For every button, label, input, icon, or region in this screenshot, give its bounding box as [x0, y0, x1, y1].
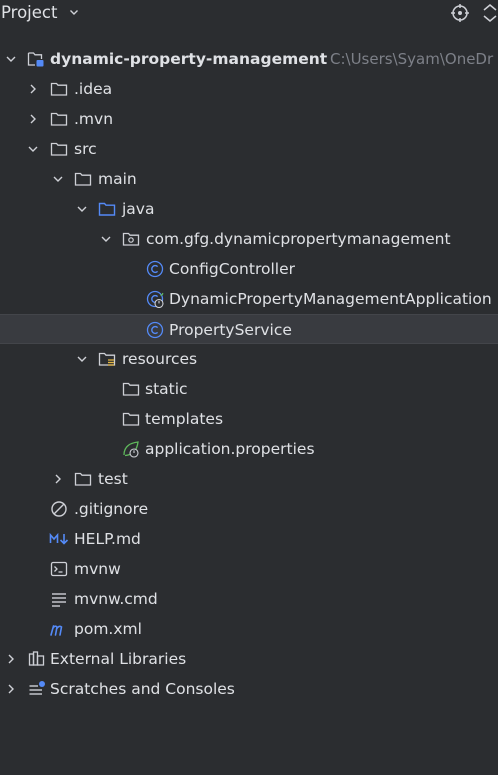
chevron-down-icon[interactable] — [68, 6, 80, 18]
package-icon — [122, 230, 140, 248]
folder-icon — [74, 170, 92, 188]
spring-boot-class-icon — [146, 290, 164, 308]
tree-item-templates[interactable]: templates — [0, 404, 498, 434]
module-folder-icon — [27, 50, 45, 68]
resources-folder-icon — [98, 350, 116, 368]
spring-properties-icon — [122, 440, 140, 458]
tree-item-label: src — [74, 140, 97, 158]
chevron-down-icon[interactable] — [100, 233, 112, 245]
chevron-right-icon[interactable] — [27, 113, 39, 125]
tree-item-label: Scratches and Consoles — [50, 680, 235, 698]
tree-item-label: .idea — [74, 80, 113, 98]
project-tree: dynamic-property-management C:\Users\Sya… — [0, 44, 498, 704]
chevron-right-icon[interactable] — [52, 473, 64, 485]
tree-item-label: PropertyService — [169, 321, 292, 339]
module-path: C:\Users\Syam\OneDr — [330, 50, 494, 68]
library-icon — [28, 650, 46, 668]
tree-item-mvnw-cmd[interactable]: mvnw.cmd — [0, 584, 498, 614]
tree-item-label: External Libraries — [50, 650, 187, 668]
locate-icon[interactable] — [450, 3, 470, 23]
tree-item-gitignore[interactable]: .gitignore — [0, 494, 498, 524]
tree-item-application-properties[interactable]: application.properties — [0, 434, 498, 464]
chevron-down-icon[interactable] — [76, 353, 88, 365]
source-folder-icon — [98, 200, 116, 218]
tree-item-property-service[interactable]: PropertyService — [0, 314, 498, 344]
tree-item-application-class[interactable]: DynamicPropertyManagementApplication — [0, 284, 498, 314]
tree-item-label: .gitignore — [74, 500, 149, 518]
class-icon — [146, 260, 164, 278]
tree-item-label: java — [122, 200, 155, 218]
tree-item-mvnw[interactable]: mvnw — [0, 554, 498, 584]
tree-item-label: dynamic-property-management — [50, 50, 328, 68]
tree-item-label: DynamicPropertyManagementApplication — [169, 290, 492, 308]
chevron-right-icon[interactable] — [5, 653, 17, 665]
tree-item-idea[interactable]: .idea — [0, 74, 498, 104]
folder-icon — [50, 80, 68, 98]
chevron-right-icon[interactable] — [27, 83, 39, 95]
tree-item-label: main — [98, 170, 137, 188]
shell-script-icon — [50, 560, 68, 578]
tree-item-label: .mvn — [74, 110, 114, 128]
tree-item-pom-xml[interactable]: pom.xml — [0, 614, 498, 644]
tree-item-label: resources — [122, 350, 198, 368]
tree-item-label: mvnw.cmd — [74, 590, 158, 608]
tree-item-java[interactable]: java — [0, 194, 498, 224]
tree-item-help-md[interactable]: HELP.md — [0, 524, 498, 554]
tree-item-label: templates — [145, 410, 224, 428]
maven-icon — [49, 620, 71, 638]
markdown-icon — [49, 530, 71, 548]
chevron-down-icon[interactable] — [76, 203, 88, 215]
tree-item-label: mvnw — [74, 560, 121, 578]
tree-item-label: static — [145, 380, 188, 398]
tree-item-label: pom.xml — [74, 620, 142, 638]
chevron-down-icon[interactable] — [5, 53, 17, 65]
project-title[interactable]: Project — [1, 3, 58, 22]
tree-item-label: test — [98, 470, 128, 488]
tree-item-label: com.gfg.dynamicpropertymanagement — [146, 230, 451, 248]
tree-item-label: HELP.md — [74, 530, 141, 548]
tree-item-mvn[interactable]: .mvn — [0, 104, 498, 134]
folder-icon — [74, 470, 92, 488]
class-icon — [146, 321, 164, 339]
tree-item-config-controller[interactable]: ConfigController — [0, 254, 498, 284]
tree-item-label: ConfigController — [169, 260, 295, 278]
chevron-down-icon[interactable] — [27, 143, 39, 155]
chevron-down-icon[interactable] — [52, 173, 64, 185]
expand-collapse-icon[interactable] — [480, 3, 498, 23]
tree-item-label: application.properties — [145, 440, 315, 458]
tree-item-resources[interactable]: resources — [0, 344, 498, 374]
chevron-right-icon[interactable] — [5, 683, 17, 695]
folder-icon — [122, 410, 140, 428]
tree-item-src[interactable]: src — [0, 134, 498, 164]
tree-item-main[interactable]: main — [0, 164, 498, 194]
tree-item-package[interactable]: com.gfg.dynamicpropertymanagement — [0, 224, 498, 254]
folder-icon — [50, 140, 68, 158]
tree-item-root-module[interactable]: dynamic-property-management C:\Users\Sya… — [0, 44, 498, 74]
folder-icon — [122, 380, 140, 398]
ignore-file-icon — [50, 500, 68, 518]
tree-item-scratches[interactable]: Scratches and Consoles — [0, 674, 498, 704]
tree-item-external-libraries[interactable]: External Libraries — [0, 644, 498, 674]
tree-item-test[interactable]: test — [0, 464, 498, 494]
text-file-icon — [50, 590, 68, 608]
tree-item-static[interactable]: static — [0, 374, 498, 404]
project-header: Project — [0, 0, 498, 28]
scratches-icon — [28, 680, 46, 698]
folder-icon — [50, 110, 68, 128]
